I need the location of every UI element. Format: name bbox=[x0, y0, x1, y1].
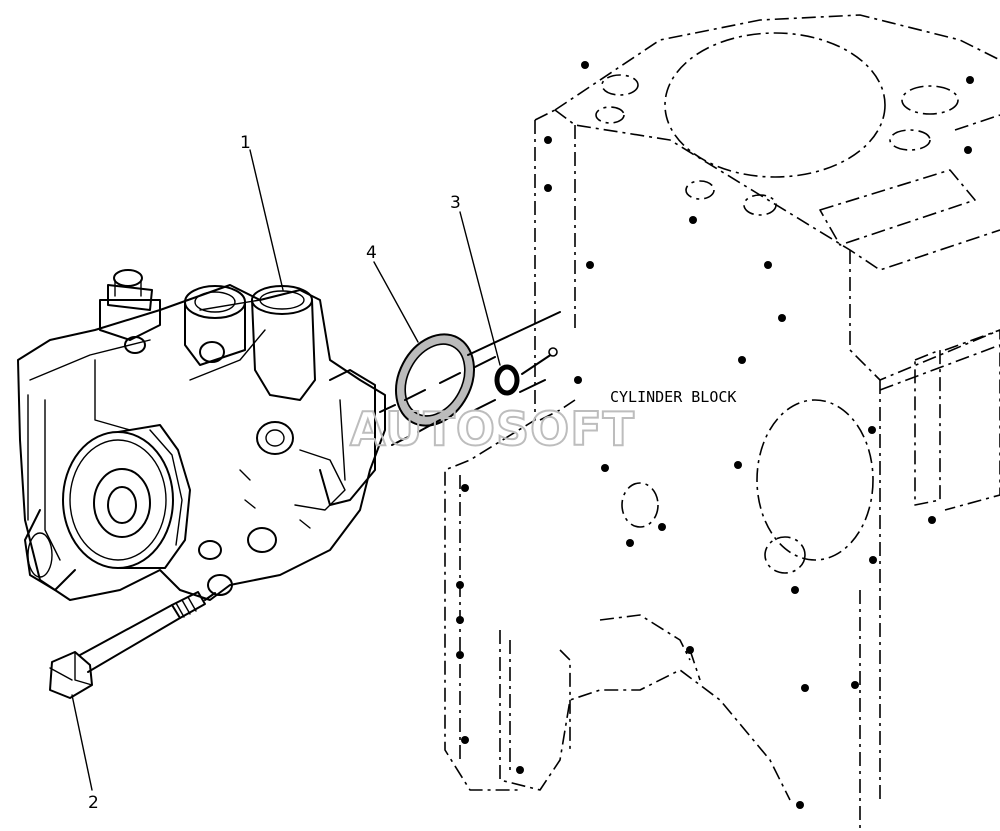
gasket-part-4 bbox=[395, 333, 475, 427]
callout-2: 2 bbox=[88, 793, 99, 813]
leader-lines bbox=[71, 149, 501, 791]
o-ring-part-3 bbox=[494, 364, 520, 396]
watermark-text: AUTOSOFT bbox=[350, 402, 635, 456]
block-bolt-holes bbox=[456, 61, 974, 809]
callout-4: 4 bbox=[366, 243, 377, 263]
bolt-part-2 bbox=[49, 591, 206, 699]
callout-1: 1 bbox=[240, 133, 251, 153]
cylinder-block-label: CYLINDER BLOCK bbox=[610, 388, 736, 406]
water-pump bbox=[17, 269, 386, 601]
callout-3: 3 bbox=[450, 193, 461, 213]
cylinder-block bbox=[444, 14, 1000, 830]
assembly-lines bbox=[204, 311, 561, 601]
